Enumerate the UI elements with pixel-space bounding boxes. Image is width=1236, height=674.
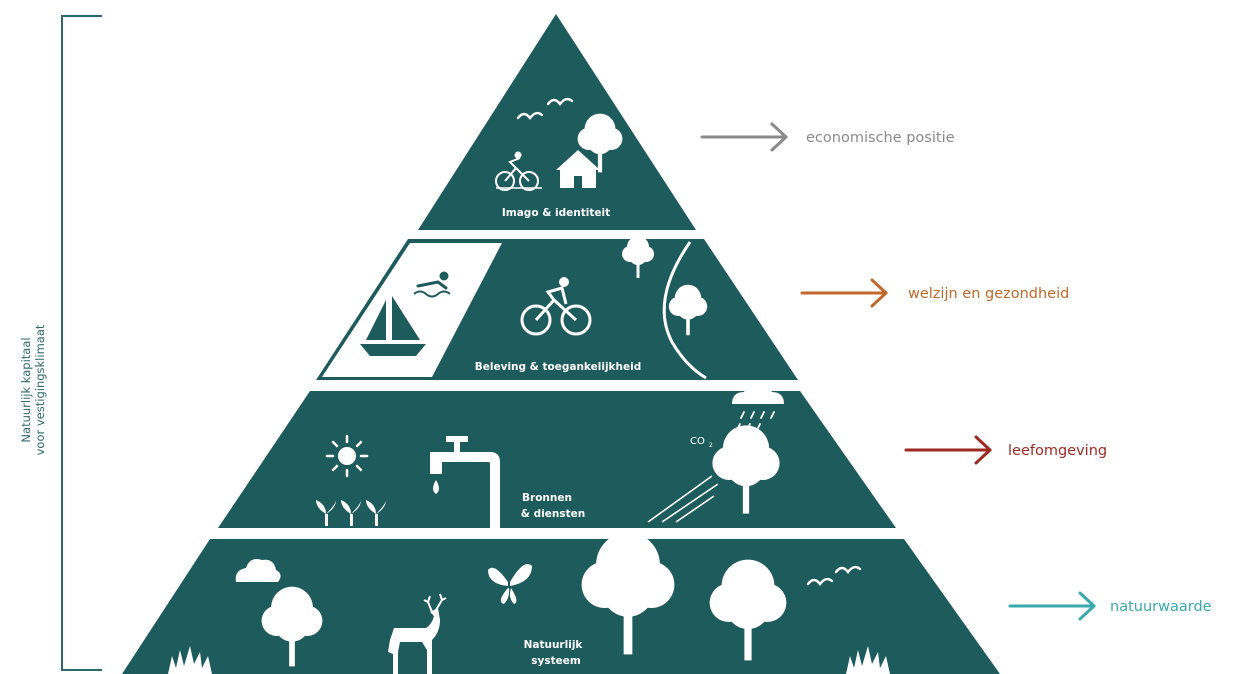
tier-4-shape (122, 539, 1000, 674)
arrow-icon (800, 278, 888, 308)
tier-bronnen: CO 2 Bronnen & diensten (218, 385, 896, 528)
outcome-leefomgeving: leefomgeving (904, 435, 1107, 465)
tier-beleving: Beleving & toegankelijkheid (316, 236, 798, 380)
cyclist-icon (520, 277, 592, 336)
rain-cloud-icon (732, 385, 784, 431)
cyclist-icon (495, 151, 542, 191)
sun-icon (325, 434, 369, 478)
arrow-icon (1008, 591, 1096, 621)
side-label-line1: Natuurlijk kapitaal (19, 337, 33, 442)
deer-icon (388, 593, 447, 674)
tier-4-label-line2: systeem (531, 655, 581, 667)
arrow-icon (904, 435, 992, 465)
cloud-icon (235, 559, 281, 582)
sailboat-icon (360, 296, 426, 356)
house-icon (556, 150, 600, 188)
tier-2-label: Beleving & toegankelijkheid (475, 361, 642, 373)
co2-label: CO (690, 436, 705, 447)
tier-3-shape (218, 391, 896, 528)
outcome-welzijn: welzijn en gezondheid (800, 278, 1069, 308)
butterfly-icon (488, 564, 532, 604)
co2-arrows (647, 475, 719, 523)
sprouts-icon (316, 500, 386, 526)
outcome-label: welzijn en gezondheid (908, 286, 1069, 302)
outcome-natuurwaarde: natuurwaarde (1008, 591, 1212, 621)
tier-3-label-line2: & diensten (521, 508, 585, 520)
grass-icon (168, 646, 890, 674)
outcome-economische-positie: economische positie (700, 122, 955, 152)
tier-imago: Imago & identiteit (418, 14, 696, 230)
swimmer-icon (413, 271, 451, 298)
tier-1-shape (418, 14, 696, 230)
tier-natuurlijk: Natuurlijk systeem (122, 532, 1000, 674)
side-bracket (61, 15, 102, 671)
co2-subscript: 2 (709, 442, 713, 449)
path-line (662, 241, 707, 380)
side-label: Natuurlijk kapitaal voor vestigingsklima… (19, 324, 47, 455)
tier-4-label-line1: Natuurlijk (524, 639, 584, 651)
outcome-label: economische positie (806, 130, 955, 146)
tier-3-label-line1: Bronnen (522, 492, 572, 504)
outcome-label: natuurwaarde (1110, 599, 1212, 615)
tier-1-label: Imago & identiteit (502, 207, 610, 219)
tap-icon (430, 436, 500, 528)
side-label-line2: voor vestigingsklimaat (33, 324, 47, 455)
outcome-label: leefomgeving (1008, 443, 1107, 459)
tier-2-inset (322, 243, 502, 377)
arrow-icon (700, 122, 788, 152)
